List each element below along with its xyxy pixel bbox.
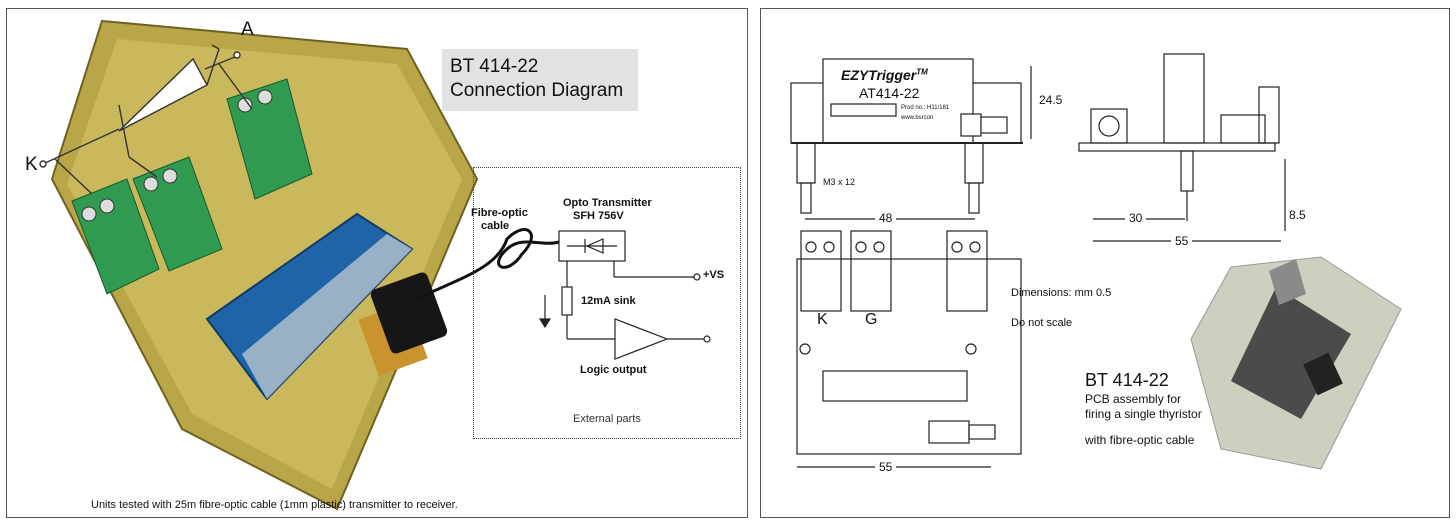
vs-label: +VS	[703, 269, 725, 281]
connection-diagram-drawing	[39, 19, 711, 511]
side-view-pcb	[1078, 142, 1276, 152]
dimensions-panel: EZYTriggerTM AT414-22 Prod no.: H11/181 …	[760, 8, 1450, 518]
diagram-title: BT 414-22	[450, 56, 539, 77]
fibre-optic-cable	[416, 228, 560, 301]
dimensions-note: Dimensions: mm 0.5	[1011, 287, 1112, 299]
bottom-view-board	[796, 258, 1022, 455]
standoff-side	[1180, 150, 1194, 192]
screw-spec: M3 x 12	[823, 177, 856, 187]
terminal-k-label: K	[817, 311, 828, 328]
fibre-label-line1: Fibre-optic	[471, 207, 528, 219]
connection-diagram-panel: BT 414-22 Connection Diagram A K Fibre-o…	[6, 8, 748, 518]
dim-30: 30	[1125, 211, 1147, 225]
sink-label: 12mA sink	[581, 295, 636, 307]
footer-note: Units tested with 25m fibre-optic cable …	[91, 499, 458, 511]
website-text: www.bsrcon	[901, 115, 934, 121]
product-desc-line3: with fibre-optic cable	[1085, 433, 1195, 447]
terminal-g-label: G	[865, 311, 878, 328]
dim-55-side: 55	[1171, 234, 1193, 248]
opto-label-line2: SFH 756V	[573, 210, 624, 222]
fibre-label-line2: cable	[481, 220, 510, 232]
cathode-label: K	[25, 154, 38, 175]
product-desc-line1: PCB assembly for	[1085, 392, 1182, 406]
anode-label: A	[241, 19, 254, 40]
scale-note: Do not scale	[1011, 317, 1073, 329]
ezytrigger-box	[822, 58, 974, 144]
terminal-block-k	[71, 178, 160, 295]
product-desc-line2: firing a single thyristor	[1085, 407, 1202, 421]
dimension-drawing	[790, 53, 1402, 470]
standoff-left	[796, 142, 816, 184]
external-parts-label: External parts	[573, 413, 641, 425]
ezytrigger-model: AT414-22	[859, 85, 920, 101]
dim-8-5: 8.5	[1289, 208, 1306, 222]
dim-48: 48	[875, 211, 897, 225]
product-title: BT 414-22	[1085, 370, 1169, 390]
dim-55-bottom: 55	[875, 460, 897, 474]
pcb-surface	[67, 39, 462, 489]
diagram-title-box: BT 414-22 Connection Diagram	[442, 49, 638, 111]
opto-transmitter-symbol	[538, 230, 711, 360]
prod-number: Prod no.: H11/181	[901, 105, 950, 111]
diagram-subtitle: Connection Diagram	[450, 80, 624, 101]
ezytrigger-brand: EZYTriggerTM	[841, 67, 928, 83]
opto-label-line1: Opto Transmitter	[563, 197, 652, 209]
product-photo	[1190, 256, 1402, 470]
terminal-block-a	[226, 78, 313, 200]
dim-height: 24.5	[1039, 93, 1063, 107]
thyristor-symbol	[39, 44, 253, 195]
standoff-right	[964, 142, 984, 184]
terminal-block-g	[132, 156, 223, 272]
external-parts-box	[473, 167, 741, 439]
logic-output-label: Logic output	[580, 364, 647, 376]
